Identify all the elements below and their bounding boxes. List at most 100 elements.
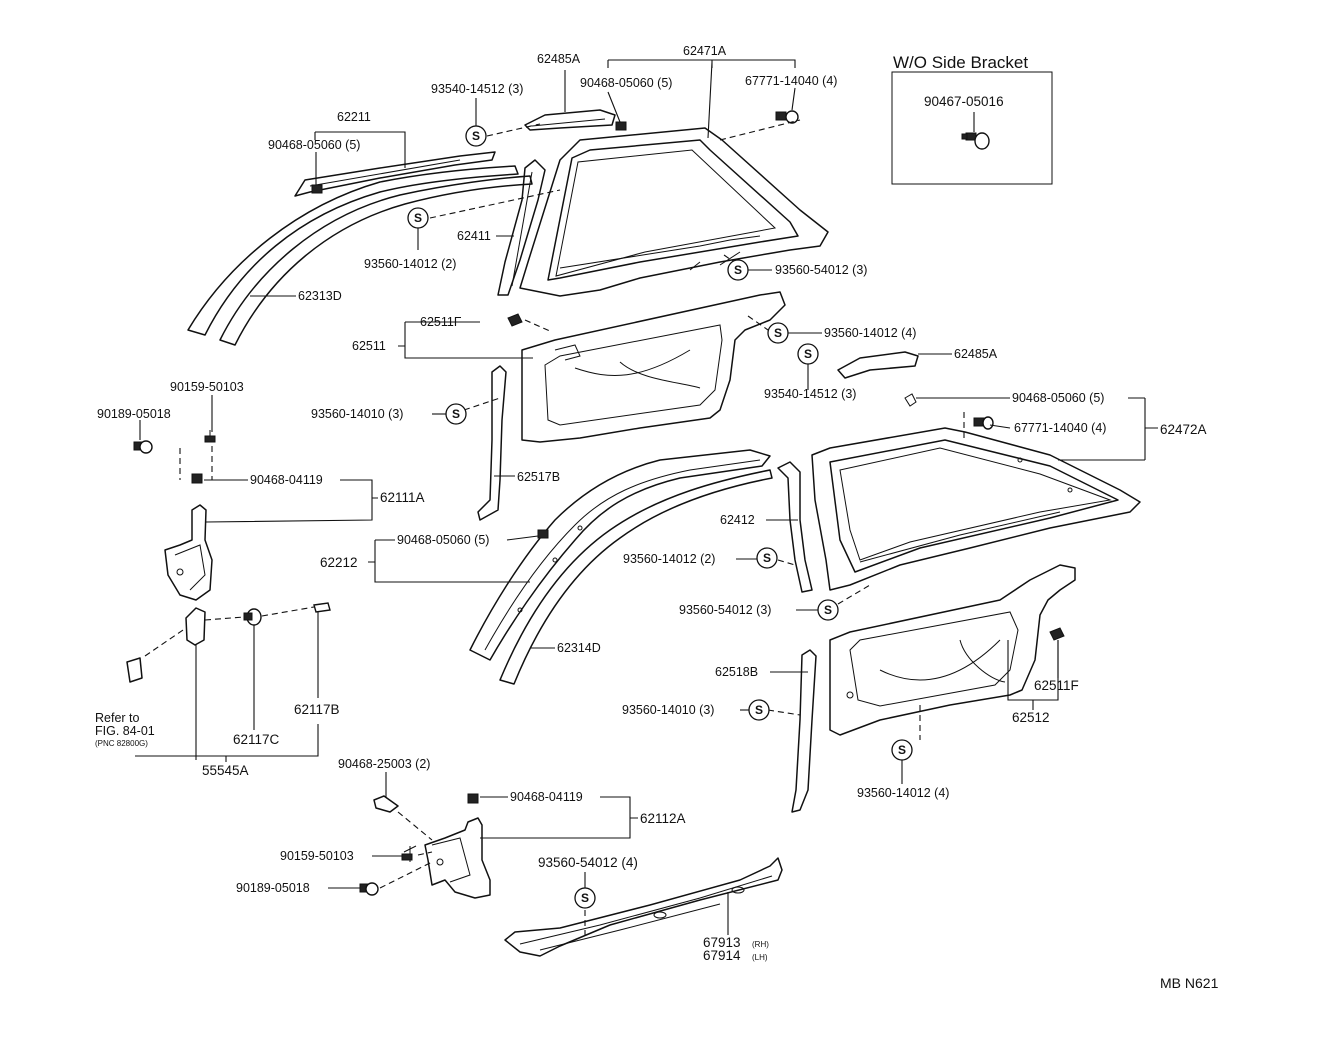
inset-box: W/O Side Bracket 90467-05016 — [891, 53, 1053, 185]
label-62117B: 62117B — [294, 702, 340, 717]
label-90468-05060-top: 90468-05060 (5) — [580, 76, 672, 90]
roof-side-garnish-62313D — [187, 165, 533, 346]
roof-side-rail-62211 — [294, 151, 496, 197]
part-labels: 62485A 62471A 93540-14512 (3) 90468-0506… — [95, 44, 1219, 991]
label-62411: 62411 — [457, 229, 491, 243]
refer-panel — [126, 657, 143, 683]
label-67771-mid: 67771-14040 (4) — [1014, 421, 1106, 435]
refer-note-line2: FIG. 84-01 — [95, 724, 155, 738]
screw-icon: S — [727, 259, 749, 281]
label-67914-suffix: (LH) — [752, 953, 768, 962]
label-55545A: 55545A — [202, 763, 249, 778]
label-62212: 62212 — [320, 555, 358, 570]
screw-icon: S — [817, 599, 839, 621]
label-93560-54012-top: 93560-54012 (3) — [775, 263, 867, 277]
label-90189-bot: 90189-05018 — [236, 881, 310, 895]
clip-62511F-top — [507, 313, 523, 327]
screw-icon: S — [891, 739, 913, 761]
leader-lines — [135, 59, 1158, 938]
label-62517B: 62517B — [517, 470, 560, 484]
bracket-62485A-mid — [837, 351, 919, 379]
label-93560-14010-mid: 93560-14010 (3) — [622, 703, 714, 717]
screw-icon: S — [465, 125, 487, 147]
label-90159-top: 90159-50103 — [170, 380, 244, 394]
label-67914: 67914 — [703, 948, 741, 963]
label-62512: 62512 — [1012, 710, 1050, 725]
clip-90189-top — [133, 440, 153, 454]
label-93560-54012-bot: 93560-54012 (4) — [538, 855, 638, 870]
clip-90468-05060-right — [904, 393, 917, 407]
svg-text:S: S — [898, 743, 906, 757]
label-90468-05060-left: 90468-05060 (5) — [268, 138, 360, 152]
label-62511F-top: 62511F — [420, 315, 462, 329]
label-62314D: 62314D — [557, 641, 601, 655]
label-62511F-right: 62511F — [1034, 678, 1079, 693]
label-62471A: 62471A — [683, 44, 727, 58]
refer-note-line3: (PNC 82800G) — [95, 739, 148, 748]
label-62485A-top: 62485A — [537, 52, 581, 66]
clip-67771-top — [775, 110, 799, 124]
clip-90468-05060-top — [615, 121, 627, 131]
screw-symbols: S S S S S S S S S S S — [407, 125, 913, 909]
label-90468-04119-bot: 90468-04119 — [510, 790, 583, 804]
label-67913-suffix: (RH) — [752, 940, 769, 949]
clip-62117B — [313, 602, 331, 613]
inset-title: W/O Side Bracket — [893, 53, 1028, 72]
screw-icon: S — [407, 207, 429, 229]
clip-62511F-right — [1049, 627, 1065, 641]
screw-icon: S — [445, 403, 467, 425]
quarter-trim-board-62511 — [521, 291, 786, 443]
svg-text:S: S — [452, 407, 460, 421]
screw-icon: S — [748, 699, 770, 721]
pillar-garnish-62517B — [477, 365, 507, 521]
label-90468-05060-mid: 90468-05060 (5) — [397, 533, 489, 547]
cowl-trim-62112A — [424, 817, 491, 899]
label-90159-bot: 90159-50103 — [280, 849, 354, 863]
svg-text:S: S — [755, 703, 763, 717]
clip-62117C — [243, 608, 262, 626]
label-62111A: 62111A — [380, 490, 425, 505]
label-62412: 62412 — [720, 513, 755, 527]
label-62313D: 62313D — [298, 289, 342, 303]
clip-90468-04119-top — [191, 473, 203, 484]
footer-code: MB N621 — [1160, 975, 1219, 991]
clip-90468-05060-mid — [537, 529, 549, 539]
label-67771-top: 67771-14040 (4) — [745, 74, 837, 88]
pillar-piece-55545A — [185, 607, 206, 646]
svg-text:S: S — [763, 551, 771, 565]
inset-part-label: 90467-05016 — [924, 94, 1004, 109]
clip-icon — [961, 132, 990, 150]
refer-note-line1: Refer to — [95, 711, 140, 725]
label-62211: 62211 — [337, 110, 371, 124]
label-93560-14010-top: 93560-14010 (3) — [311, 407, 403, 421]
clip-90468-05060-left — [311, 184, 323, 194]
label-93540-14512-mid: 93540-14512 (3) — [764, 387, 856, 401]
scuff-plate-67913 — [504, 857, 783, 957]
svg-text:S: S — [734, 263, 742, 277]
label-93560-54012-mid: 93560-54012 (3) — [679, 603, 771, 617]
label-93560-14012-4-bot: 93560-14012 (4) — [857, 786, 949, 800]
quarter-window-trim-upper — [519, 127, 829, 297]
clip-90468-04119-bot — [467, 793, 479, 804]
screw-icon: S — [756, 547, 778, 569]
pillar-garnish-62412 — [777, 461, 813, 593]
label-90468-05060-right: 90468-05060 (5) — [1012, 391, 1104, 405]
label-67913: 67913 — [703, 935, 741, 950]
clip-90468-25003 — [373, 795, 399, 813]
label-93560-14012-4-mid: 93560-14012 (4) — [824, 326, 916, 340]
pillar-garnish-62518B — [791, 649, 817, 813]
svg-text:S: S — [414, 211, 422, 225]
label-62117C: 62117C — [233, 732, 280, 747]
screw-icon: S — [574, 887, 596, 909]
svg-text:S: S — [804, 347, 812, 361]
quarter-trim-board-62512 — [829, 564, 1076, 736]
cowl-trim-62111A — [164, 504, 213, 601]
screw-icon: S — [797, 343, 819, 365]
svg-text:S: S — [824, 603, 832, 617]
roof-side-garnish-62314D — [499, 469, 773, 685]
label-90189-top: 90189-05018 — [97, 407, 171, 421]
label-90468-25003: 90468-25003 (2) — [338, 757, 430, 771]
clip-90189-bot — [359, 882, 379, 896]
screw-icon: S — [767, 322, 789, 344]
